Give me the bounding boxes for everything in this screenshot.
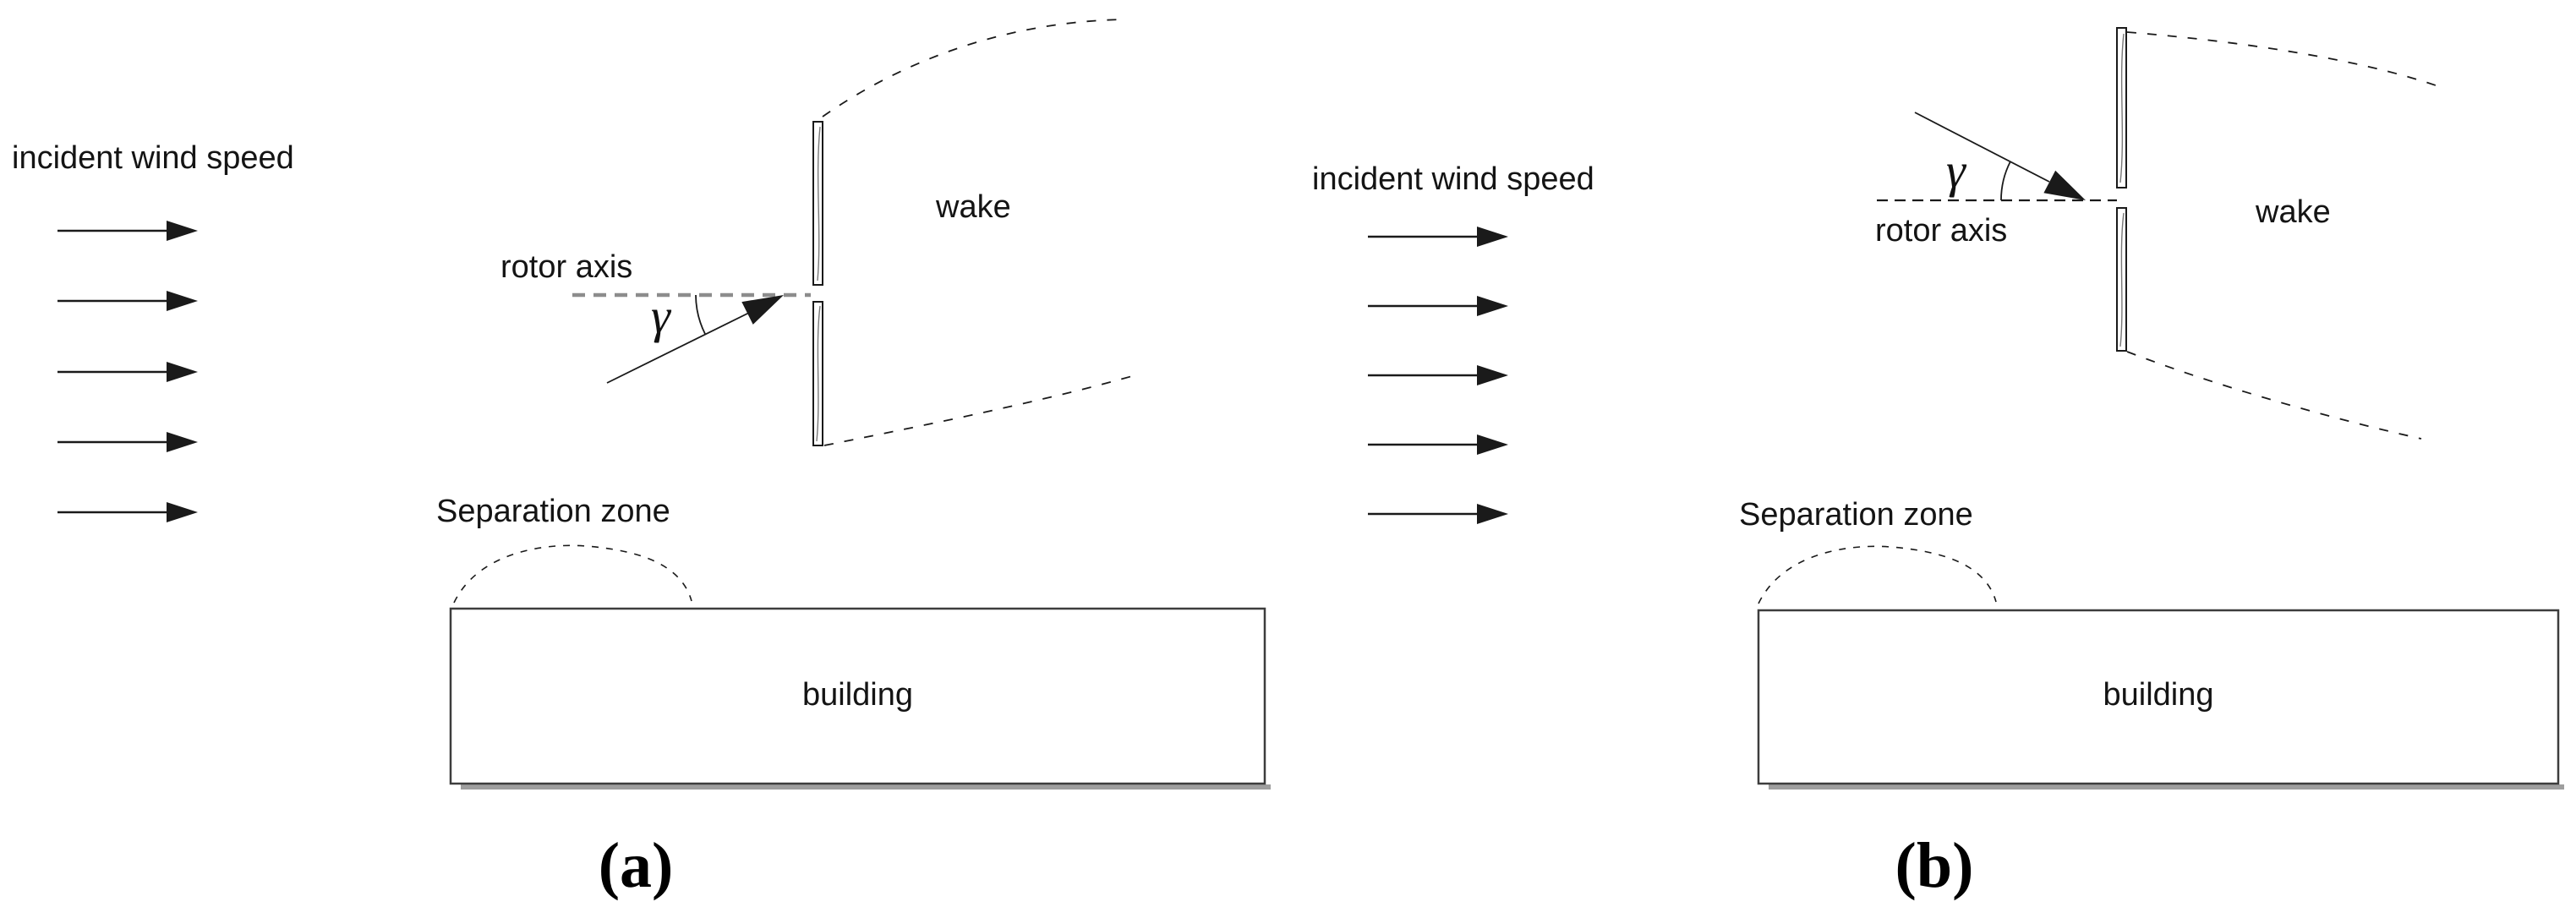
yaw-angle-arc-a bbox=[695, 294, 706, 335]
rotor-axis-label-a: rotor axis bbox=[500, 249, 633, 285]
yawed-wind-arrow-shaft-a bbox=[606, 312, 750, 384]
wind-arrowhead-icon bbox=[167, 502, 198, 522]
rotor-axis-label-b: rotor axis bbox=[1875, 213, 2008, 249]
wind-arrowhead-icon bbox=[167, 221, 198, 241]
panel-caption-a: (a) bbox=[598, 830, 674, 901]
panel-caption-b: (b) bbox=[1895, 830, 1974, 901]
panel-a-linework bbox=[57, 19, 1271, 790]
separation-zone-label-a: Separation zone bbox=[436, 494, 670, 529]
rotor-a bbox=[812, 121, 823, 446]
yaw-angle-symbol-b: γ bbox=[1946, 143, 1966, 198]
wind-arrowhead-icon bbox=[1477, 365, 1508, 385]
wind-arrowhead-icon bbox=[1477, 227, 1508, 247]
rotor-blade-profile-icon bbox=[816, 305, 821, 442]
wind-arrowhead-icon bbox=[1477, 296, 1508, 316]
yaw-angle-arc-b bbox=[2000, 161, 2011, 201]
wake-boundary-top-b bbox=[2126, 31, 2439, 87]
yawed-wind-arrowhead-b bbox=[2043, 170, 2086, 200]
wind-arrowhead-icon bbox=[167, 432, 198, 452]
separation-zone-boundary-b bbox=[1758, 545, 1997, 604]
rotor-b bbox=[2116, 27, 2127, 352]
wake-boundary-top-a bbox=[822, 19, 1126, 117]
yawed-wind-arrow-shaft-b bbox=[1914, 112, 2050, 183]
building-rect-b bbox=[1757, 609, 2560, 785]
wind-arrows-a bbox=[57, 221, 198, 522]
wind-arrowhead-icon bbox=[1477, 434, 1508, 455]
yaw-angle-symbol-a: γ bbox=[651, 288, 670, 343]
incident-wind-speed-label-b: incident wind speed bbox=[1312, 161, 1594, 197]
rotor-blade-profile-icon bbox=[817, 126, 821, 281]
building-label-a: building bbox=[802, 677, 913, 713]
rotor-blade-profile-icon bbox=[2119, 33, 2125, 183]
incident-wind-speed-label-a: incident wind speed bbox=[12, 140, 294, 176]
separation-zone-boundary-a bbox=[453, 544, 692, 604]
wind-arrowhead-icon bbox=[1477, 504, 1508, 524]
yawed-wind-arrowhead-a bbox=[741, 295, 784, 325]
wind-arrowhead-icon bbox=[167, 362, 198, 382]
building-rect-a bbox=[449, 607, 1266, 785]
separation-zone-label-b: Separation zone bbox=[1739, 497, 1973, 533]
wake-boundary-bottom-b bbox=[2126, 351, 2422, 440]
panel-b-linework bbox=[1368, 27, 2564, 790]
wake-label-b: wake bbox=[2256, 194, 2331, 230]
wake-label-a: wake bbox=[936, 189, 1011, 225]
wind-arrows-b bbox=[1368, 227, 1508, 524]
building-label-b: building bbox=[2103, 677, 2214, 713]
wake-boundary-bottom-a bbox=[823, 374, 1139, 446]
wind-arrowhead-icon bbox=[167, 291, 198, 311]
rotor-blade-profile-icon bbox=[2119, 212, 2125, 347]
